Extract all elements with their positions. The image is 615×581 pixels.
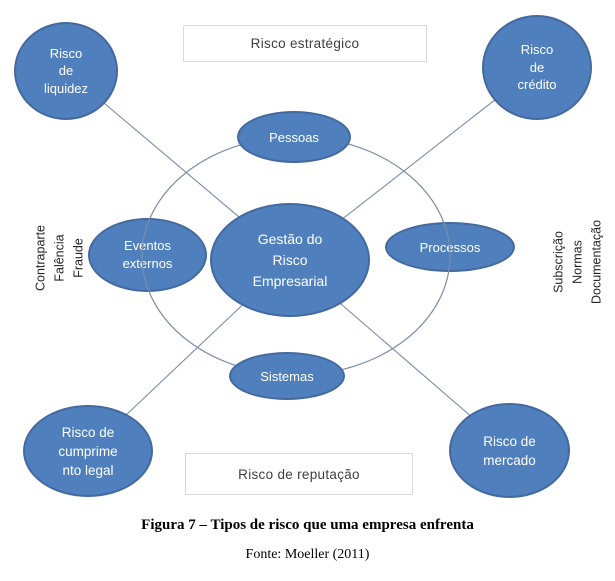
reputation-risk-banner: Risco de reputação: [185, 453, 413, 495]
node-pessoas: Pessoas: [237, 111, 351, 163]
strategic-risk-banner: Risco estratégico: [183, 25, 427, 62]
figure-source: Fonte: Moeller (2011): [245, 547, 370, 562]
node-processos: Processos: [385, 222, 515, 272]
node-risco-credito: Risco de crédito: [482, 15, 592, 120]
left-side-label: Contraparte Falência Fraude: [33, 224, 86, 292]
reputation-risk-label: Risco de reputação: [238, 466, 360, 482]
node-risco-liquidez: Risco de liquidez: [14, 22, 118, 120]
right-side-label: Subscrição Normas Documentação: [551, 219, 604, 305]
node-eventos-externos: Eventos externos: [88, 218, 207, 292]
strategic-risk-label: Risco estratégico: [250, 36, 360, 51]
node-risco-mercado: Risco de mercado: [449, 403, 570, 498]
node-risco-cumprimento-legal: Risco de cumprime nto legal: [23, 405, 153, 497]
node-sistemas: Sistemas: [229, 352, 345, 400]
figure-caption: Figura 7 – Tipos de risco que uma empres…: [141, 517, 474, 533]
node-gestao-risco-empresarial: Gestão do Risco Empresarial: [210, 203, 370, 317]
